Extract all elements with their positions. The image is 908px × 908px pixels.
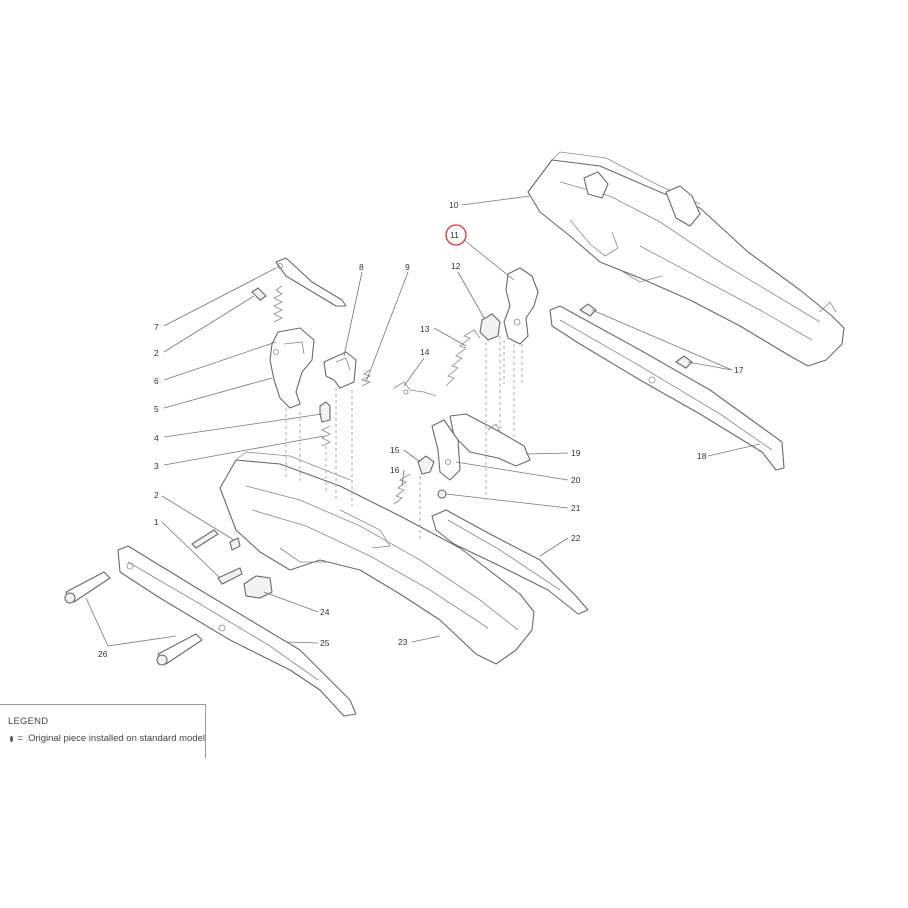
part-2-pin-upper <box>251 287 267 301</box>
callout-17: 17 <box>734 365 744 375</box>
callout-10: 10 <box>449 200 459 210</box>
part-17-screws <box>579 303 693 369</box>
legend-title: LEGEND <box>8 716 49 727</box>
callout-2-lower: 2 <box>154 490 159 500</box>
part-22-hammer-strut <box>431 509 589 615</box>
legend-entry: = Original piece installed on standard m… <box>8 733 205 744</box>
part-19-disconnector <box>449 413 531 467</box>
part-21-pin <box>437 489 447 499</box>
callout-19: 19 <box>571 448 581 458</box>
part-4-plunger <box>319 401 331 423</box>
callout-11: 11 <box>450 230 459 240</box>
part-24-bushing <box>243 575 273 599</box>
alignment-lines <box>285 336 515 540</box>
part-20-lever <box>431 419 461 481</box>
part-14-wire-spring <box>393 381 437 397</box>
part-15-pin <box>417 455 435 475</box>
part-1-2-pins-lower <box>191 529 243 585</box>
callout-18: 18 <box>697 451 707 461</box>
callout-20: 20 <box>571 475 581 485</box>
callout-6: 6 <box>154 376 159 386</box>
part-25-rail <box>117 545 357 717</box>
callout-3: 3 <box>154 461 159 471</box>
part-6-trigger <box>269 327 315 409</box>
part-13-hammer-spring <box>445 329 481 387</box>
callout-24: 24 <box>320 607 330 617</box>
callout-15: 15 <box>390 445 400 455</box>
callout-16: 16 <box>390 465 400 475</box>
callout-4: 4 <box>154 433 159 443</box>
part-spring-upper <box>273 285 283 323</box>
callout-8: 8 <box>359 262 364 272</box>
part-26-pins <box>64 571 203 666</box>
legend-text: Original piece installed on standard mod… <box>28 733 205 744</box>
callout-1: 1 <box>154 517 159 527</box>
callout-2-upper: 2 <box>154 348 159 358</box>
part-12-bushing <box>479 313 501 341</box>
callout-5: 5 <box>154 404 159 414</box>
callout-11-highlight-ring <box>445 224 467 246</box>
part-7-trigger-bar <box>275 257 347 307</box>
callout-7: 7 <box>154 322 159 332</box>
callout-26: 26 <box>98 649 108 659</box>
callout-labels: 7 2 6 5 4 3 2 1 8 9 10 11 12 13 14 15 16… <box>98 200 744 659</box>
callout-9: 9 <box>405 262 410 272</box>
callout-22: 22 <box>571 533 581 543</box>
callout-12: 12 <box>451 261 461 271</box>
callout-14: 14 <box>420 347 430 357</box>
legend-equals: = <box>17 733 24 744</box>
legend-box: LEGEND = Original piece installed on sta… <box>0 704 206 758</box>
callout-25: 25 <box>320 638 330 648</box>
callout-21: 21 <box>571 503 581 513</box>
part-18-ejector-bar <box>549 305 785 471</box>
part-16-spring <box>393 473 411 505</box>
part-9-sear-spring <box>360 369 372 387</box>
part-10-assembled-trigger-group <box>527 151 845 367</box>
part-23-frame-housing <box>219 451 535 665</box>
leader-lines <box>85 195 761 647</box>
part-11-hammer <box>503 267 539 384</box>
callout-13: 13 <box>420 324 430 334</box>
legend-dot-icon <box>10 735 13 742</box>
part-8-sear <box>323 351 357 389</box>
part-3-spring <box>321 425 331 447</box>
callout-23: 23 <box>398 637 408 647</box>
